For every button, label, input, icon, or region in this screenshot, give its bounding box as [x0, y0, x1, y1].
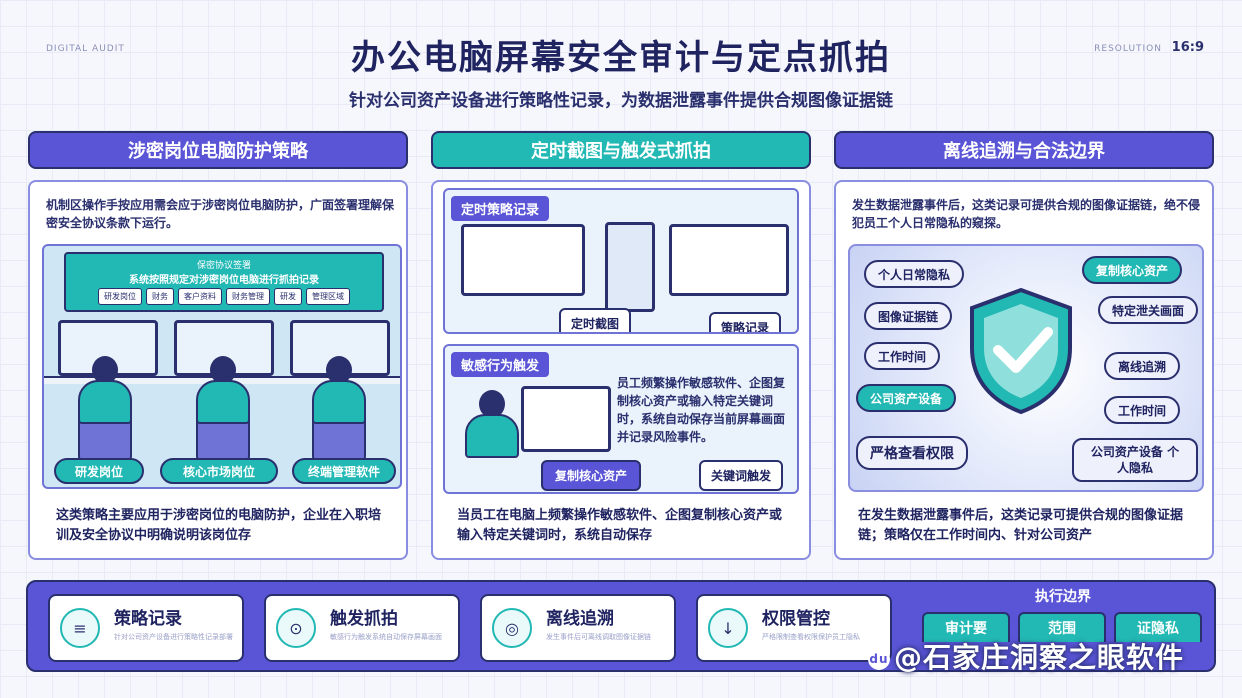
scheduled-capture-box: 定时策略记录 定时截图 策略记录	[443, 188, 799, 334]
banner-tag: 研发岗位	[98, 288, 142, 305]
chip-leak-screen: 特定泄关画面	[1098, 296, 1199, 324]
card-subtitle: 针对公司资产设备进行策略性记录部署	[114, 633, 233, 641]
post-pill-rd: 研发岗位	[54, 458, 144, 484]
banner-line-1: 保密协议签署	[196, 261, 251, 271]
exec-tab-audit: 审计要	[922, 612, 1010, 642]
watermark-logo: du	[868, 648, 890, 670]
scheduled-label: 定时策略记录	[451, 196, 550, 221]
card-policy-record: ≡ 策略记录 针对公司资产设备进行策略性记录部署	[48, 594, 244, 662]
card-offline-trace: ◎ 离线追溯 发生事件后可离线调取图像证据链	[480, 594, 676, 662]
panel-2-footer: 当员工在电脑上频繁操作敏感软件、企图复制核心资产或输入特定关键词时，系统自动保存	[457, 508, 783, 543]
banner-tag: 管理区域	[306, 288, 350, 305]
chip-company-asset: 公司资产设备	[856, 384, 957, 412]
summary-bar: ≡ 策略记录 针对公司资产设备进行策略性记录部署 ⊙ 触发抓拍 敏感行为触发系统…	[26, 580, 1216, 672]
watermark: du@石家庄洞察之眼软件	[868, 636, 1184, 676]
corner-label-left: DIGITAL AUDIT	[46, 44, 125, 54]
card-subtitle: 严格限制查看权限保护员工隐私	[762, 633, 860, 641]
employee-icon	[461, 390, 521, 460]
tag-copy-asset: 复制核心资产	[541, 460, 642, 491]
card-subtitle: 敏感行为触发系统自动保存屏幕画面	[330, 633, 442, 641]
screen-icon	[461, 224, 585, 296]
chip-work-time: 工作时间	[864, 342, 941, 370]
panel-capture: 定时策略记录 定时截图 策略记录 敏感行为触发 员工频繁操作敏感软件、企图复制核…	[431, 180, 811, 560]
execution-boundary-title: 执行边界	[1035, 589, 1091, 605]
office-illustration: 保密协议签署 系统按照规定对涉密岗位电脑进行抓拍记录 研发岗位财务客户资料财务管…	[42, 244, 402, 489]
exec-tab-privacy: 证隐私	[1114, 612, 1202, 642]
shield-check-icon	[970, 287, 1072, 415]
chip-privacy: 个人日常隐私	[864, 260, 965, 288]
card-trigger-capture: ⊙ 触发抓拍 敏感行为触发系统自动保存屏幕画面	[264, 594, 460, 662]
location-pin-icon: ◎	[492, 608, 532, 648]
banner-tag: 财务管理	[226, 288, 270, 305]
trigger-description: 员工频繁操作敏感软件、企图复制核心资产或输入特定关键词时，系统自动保存当前屏幕画…	[617, 376, 786, 444]
page-title: 办公电脑屏幕安全审计与定点抓拍	[351, 38, 891, 78]
chip-copy-asset: 复制核心资产	[1082, 256, 1183, 284]
card-permission-control: ↓ 权限管控 严格限制查看权限保护员工隐私	[696, 594, 892, 662]
panel-traceback: 发生数据泄露事件后，这类记录可提供合规的图像证据链，绝不侵犯员工个人日常隐私的窥…	[834, 180, 1214, 560]
card-title: 权限管控	[762, 609, 830, 629]
trigger-capture-box: 敏感行为触发 员工频繁操作敏感软件、企图复制核心资产或输入特定关键词时，系统自动…	[443, 344, 799, 494]
post-pill-software: 终端管理软件	[292, 458, 396, 484]
watermark-text: @石家庄洞察之眼软件	[894, 641, 1185, 674]
banner-tag: 财务	[146, 288, 174, 305]
pc-tower-icon	[605, 222, 655, 312]
panel-secret-post: 机制区操作手按应用需会应于涉密岗位电脑防护，广面签署理解保密安全协议条款下运行。…	[28, 180, 408, 560]
post-pill-market: 核心市场岗位	[160, 458, 278, 484]
card-title: 策略记录	[114, 609, 182, 629]
chip-offline-trace: 离线追溯	[1104, 352, 1181, 380]
chip-work-time-2: 工作时间	[1104, 396, 1181, 424]
employee-icon	[74, 356, 134, 426]
chip-asset-privacy: 公司资产设备 个人隐私	[1072, 438, 1198, 482]
shield-illustration: 个人日常隐私 复制核心资产 图像证据链 特定泄关画面 工作时间 离线追溯 公司资…	[848, 244, 1204, 492]
page-subtitle: 针对公司资产设备进行策略性记录，为数据泄露事件提供合规图像证据链	[349, 91, 893, 111]
card-title: 触发抓拍	[330, 609, 398, 629]
banner-tag: 研发	[274, 288, 302, 305]
column-heading-3: 离线追溯与合法边界	[834, 131, 1214, 169]
card-subtitle: 发生事件后可离线调取图像证据链	[546, 633, 651, 641]
download-arrow-icon: ↓	[708, 608, 748, 648]
tag-keyword-trigger: 关键词触发	[699, 460, 784, 491]
target-icon: ⊙	[276, 608, 316, 648]
banner-tag: 客户资料	[178, 288, 222, 305]
employee-icon	[192, 356, 252, 426]
corner-label-right: RESOLUTION	[1094, 44, 1162, 54]
panel-3-intro: 发生数据泄露事件后，这类记录可提供合规的图像证据链，绝不侵犯员工个人日常隐私的窥…	[852, 198, 1201, 230]
panel-1-footer: 这类策略主要应用于涉密岗位的电脑防护，企业在入职培训及安全协议中明确说明该岗位存	[56, 508, 382, 543]
panel-3-footer: 在发生数据泄露事件后，这类记录可提供合规的图像证据链；策略仅在工作时间内、针对公…	[858, 508, 1184, 543]
exec-tab-scope: 范围	[1018, 612, 1106, 642]
document-icon: ≡	[60, 608, 100, 648]
panel-1-intro: 机制区操作手按应用需会应于涉密岗位电脑防护，广面签署理解保密安全协议条款下运行。	[46, 198, 395, 230]
banner-line-2: 系统按照规定对涉密岗位电脑进行抓拍记录	[129, 275, 319, 286]
tag-policy-record: 策略记录	[709, 312, 782, 332]
card-title: 离线追溯	[546, 609, 614, 629]
tag-scheduled-screenshot: 定时截图	[559, 308, 632, 332]
aspect-ratio-label: 16:9	[1171, 40, 1204, 55]
screen-icon	[669, 224, 789, 296]
column-heading-1: 涉密岗位电脑防护策略	[28, 131, 408, 169]
execution-boundary: 执行边界 审计要 范围 证隐私	[918, 586, 1208, 670]
screen-icon	[521, 386, 611, 452]
employee-icon	[308, 356, 368, 426]
policy-banner: 保密协议签署 系统按照规定对涉密岗位电脑进行抓拍记录 研发岗位财务客户资料财务管…	[64, 252, 384, 312]
chip-evidence-chain: 图像证据链	[864, 302, 953, 330]
chip-view-permission: 严格查看权限	[856, 436, 968, 470]
trigger-label: 敏感行为触发	[451, 352, 550, 377]
column-heading-2: 定时截图与触发式抓拍	[431, 131, 811, 169]
